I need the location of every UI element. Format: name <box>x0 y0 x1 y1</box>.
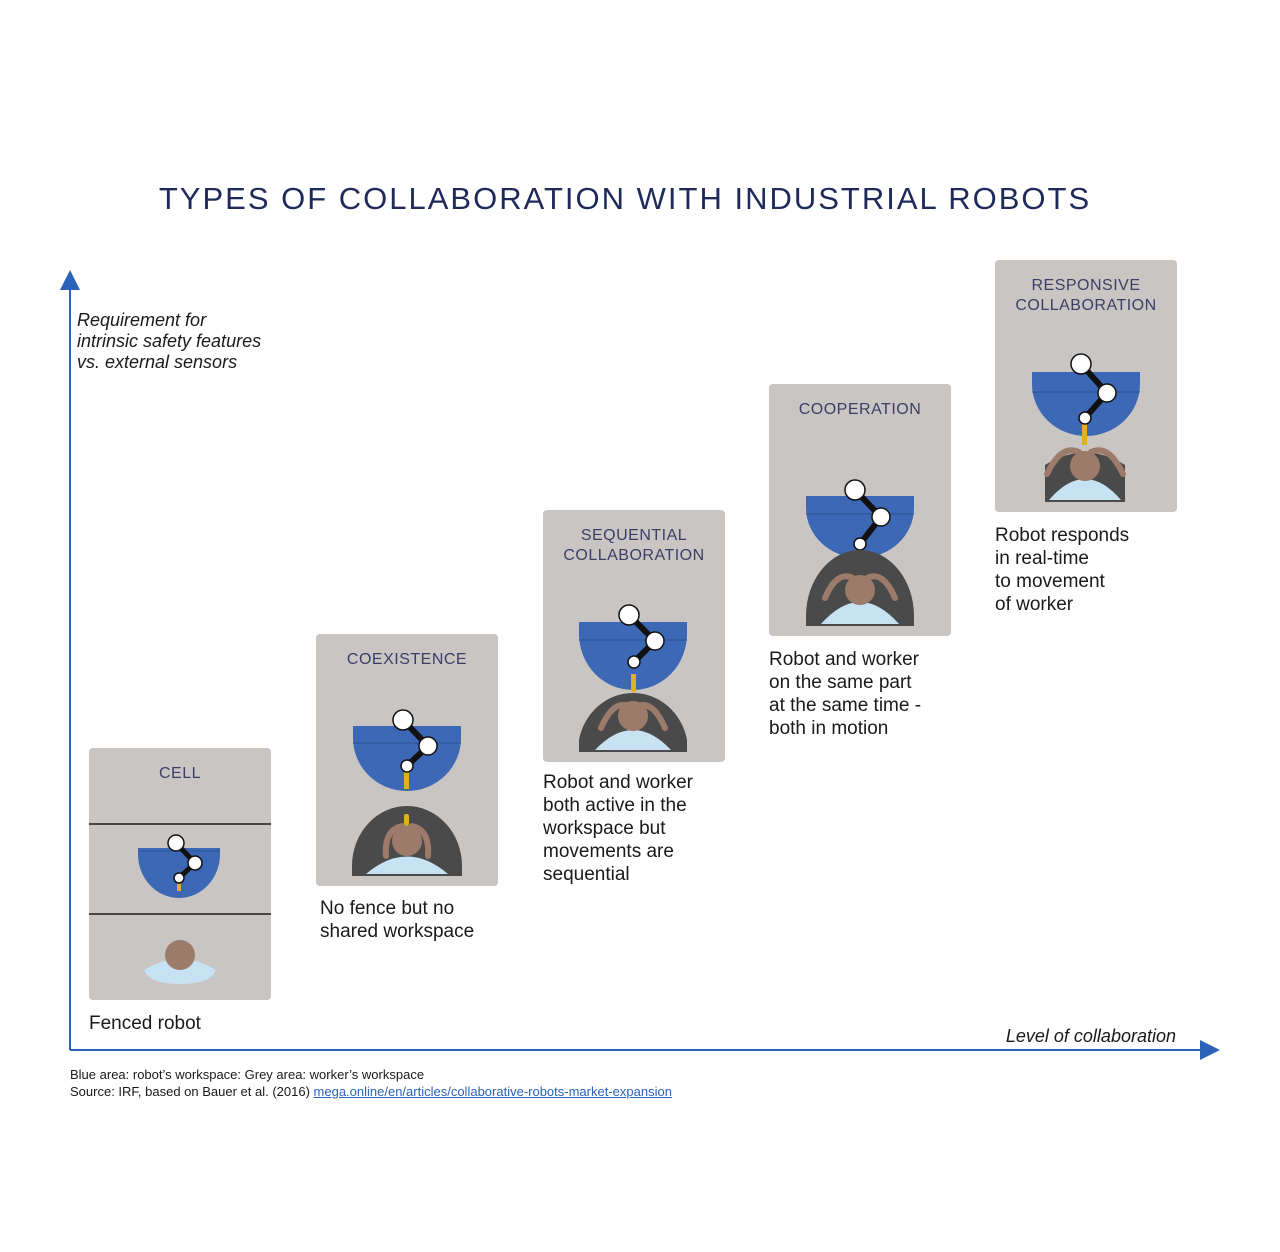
worker-shirt <box>1049 479 1121 500</box>
source-prefix: Source: IRF, based on Bauer et al. (2016… <box>70 1084 314 1099</box>
sequential-illustration <box>579 604 687 752</box>
stage-label: SEQUENTIAL COLLABORATION <box>563 527 705 564</box>
stage-description: Fenced robot <box>89 1013 201 1034</box>
robot-joint <box>1097 383 1117 403</box>
stage-description: Robot responds in real-time to movement … <box>995 525 1130 615</box>
robot-joint <box>645 631 665 651</box>
robot-joint <box>1070 353 1092 375</box>
diagram-title: TYPES OF COLLABORATION WITH INDUSTRIAL R… <box>158 180 1092 216</box>
coexistence-illustration <box>352 709 462 876</box>
stage-description: Robot and worker on the same part at the… <box>769 649 922 739</box>
robot-joint <box>627 655 641 669</box>
robot-joint <box>844 479 866 501</box>
worker-head <box>845 575 875 605</box>
worker-head <box>165 940 195 970</box>
robot-joint <box>392 709 414 731</box>
robot-joint <box>400 759 414 773</box>
robot-tool <box>631 674 636 692</box>
y-axis-label: Requirement for intrinsic safety feature… <box>77 310 262 372</box>
stage-label: COOPERATION <box>798 401 922 418</box>
stage-card-cell: CELL <box>89 748 271 1000</box>
worker-shirt <box>144 959 216 984</box>
robot-joint <box>167 834 185 852</box>
worker-head <box>1070 451 1100 481</box>
robot-joint <box>871 507 891 527</box>
stage-card-responsive-collaboration: RESPONSIVE COLLABORATION <box>995 260 1177 512</box>
worker-head <box>618 701 648 731</box>
stage-description: Robot and worker both active in the work… <box>543 772 693 885</box>
robot-joint <box>173 872 185 884</box>
responsive-illustration <box>1032 353 1140 502</box>
robot-joint <box>1078 411 1092 425</box>
robot-tool <box>177 883 181 891</box>
x-axis-label: Level of collaboration <box>1005 1026 1176 1046</box>
stage-card-coexistence: COEXISTENCE <box>316 634 498 886</box>
stage-card-sequential-collaboration: SEQUENTIAL COLLABORATION <box>543 510 725 762</box>
robot-joint <box>618 604 640 626</box>
source-note: Source: IRF, based on Bauer et al. (2016… <box>70 1083 672 1100</box>
stage-label: RESPONSIVE COLLABORATION <box>1015 277 1157 314</box>
source-link[interactable]: mega.online/en/articles/collaborative-ro… <box>313 1084 672 1099</box>
cell-illustration <box>89 823 271 984</box>
worker-head <box>392 826 422 856</box>
robot-tool <box>1082 423 1087 445</box>
stage-description: No fence but no shared workspace <box>320 898 475 942</box>
robot-tool <box>404 771 409 789</box>
worker-tool <box>404 814 409 826</box>
stage-label: COEXISTENCE <box>346 651 468 668</box>
worker-shirt <box>821 602 899 624</box>
legend-note: Blue area: robot’s workspace: Grey area:… <box>70 1067 425 1082</box>
robot-joint <box>187 855 203 871</box>
stage-label: CELL <box>158 765 202 782</box>
worker-shirt <box>366 856 448 874</box>
cooperation-illustration <box>806 479 914 626</box>
robot-joint <box>418 736 438 756</box>
robot-joint <box>853 537 867 551</box>
footnote: Blue area: robot’s workspace: Grey area:… <box>70 1066 672 1100</box>
stage-card-cooperation: COOPERATION <box>769 384 951 636</box>
worker-shirt <box>595 730 671 750</box>
